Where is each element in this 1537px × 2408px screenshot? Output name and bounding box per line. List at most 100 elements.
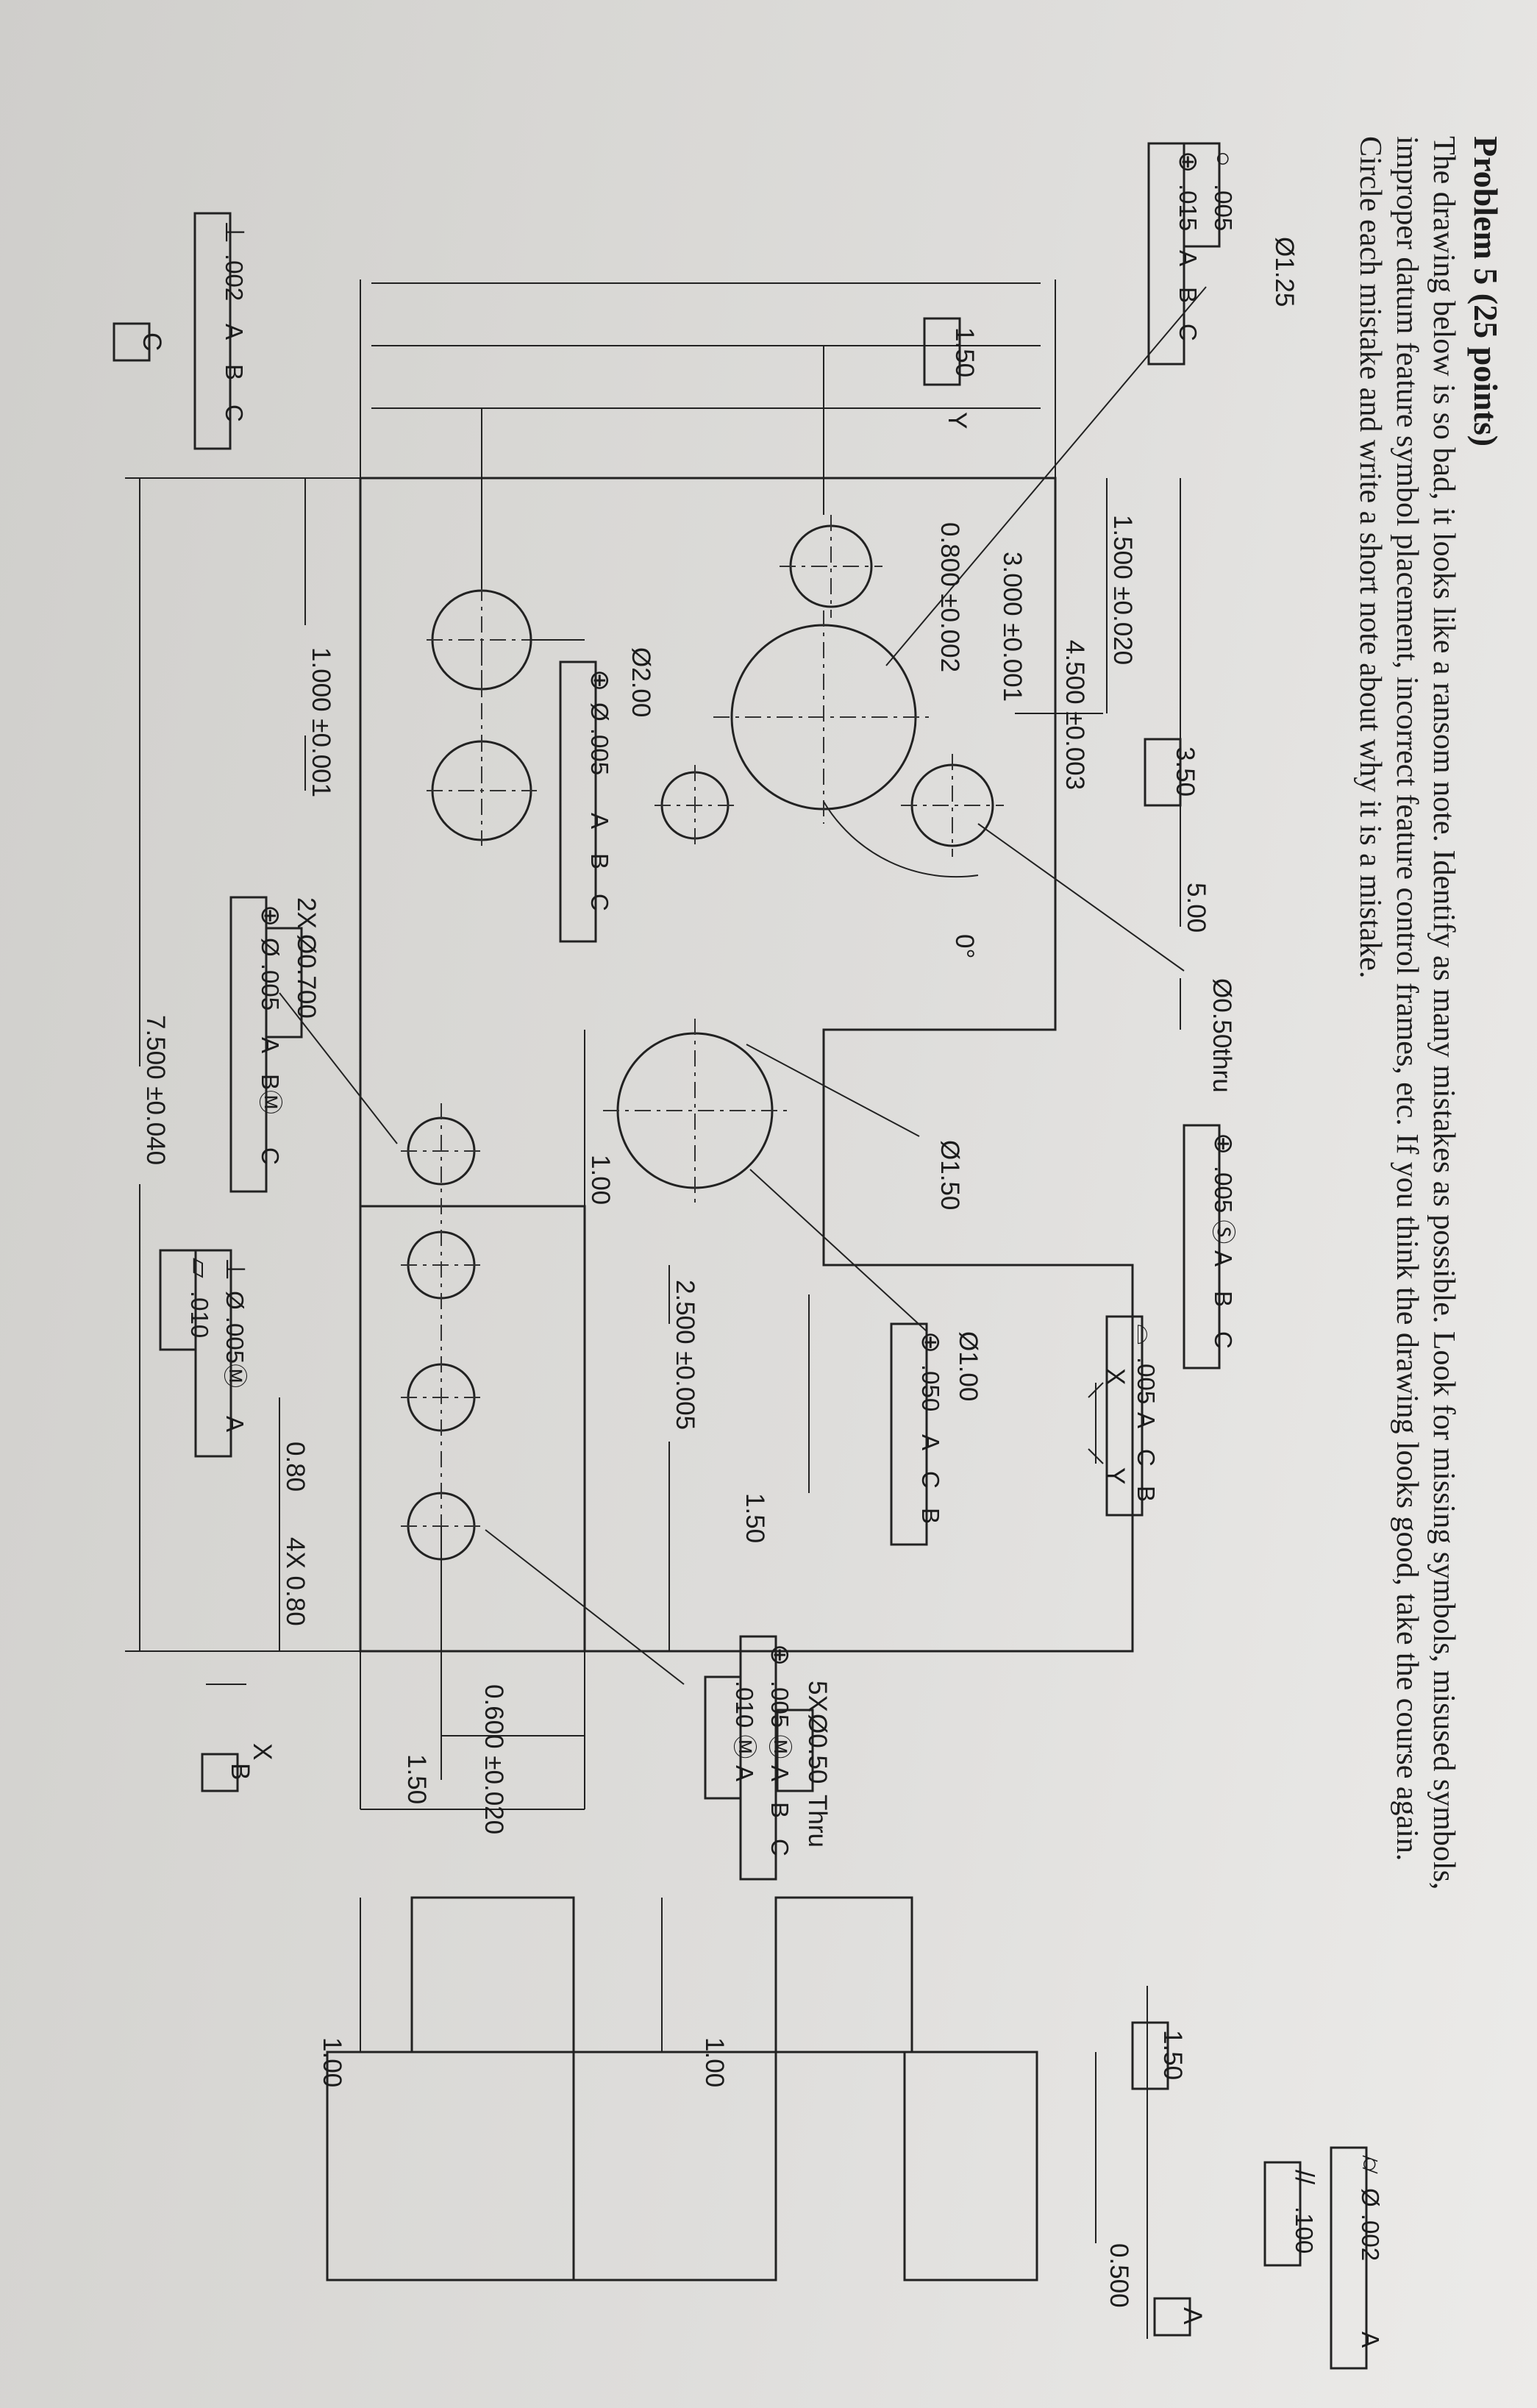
profile-b: B (1133, 1486, 1160, 1502)
fcf-pos700: ⊕ Ø .005 A BⓂ C (229, 896, 286, 1193)
dia-200: Ø2.00 (627, 647, 655, 717)
flatness-symbol: ▱ (185, 1258, 215, 1278)
circularity-symbol: ○ (1209, 151, 1239, 167)
pos5x-a-a: A (766, 1765, 794, 1781)
fcf-flat700: ▱ .010 (159, 1249, 215, 1351)
position-symbol-slot: ⊕ (1209, 1133, 1239, 1155)
pos100-c: C (917, 1471, 944, 1489)
pos200-b: B (586, 853, 613, 869)
dim-0800: 0.800 ±0.002 (935, 522, 964, 672)
fcf-pos-slot: ⊕ .005 Ⓢ A B C (1183, 1124, 1239, 1369)
fcf-profile-xy: ⌓ .005 A C B X Y (1101, 1315, 1162, 1517)
xy-x-label: X (1101, 1368, 1130, 1385)
dim-1000: 1.000 ±0.001 (307, 647, 335, 797)
x-label: X (248, 1743, 277, 1760)
pos100-a: A (917, 1434, 944, 1450)
problem-statement: Problem 5 (25 points) The drawing below … (1353, 136, 1505, 1889)
pos200-tol: Ø .005 (586, 702, 613, 775)
fivex-diameter: Ø0.50 (803, 1714, 832, 1784)
perpendicularity-symbol-left: ⊥ (220, 221, 250, 243)
perpendicularity-symbol-700: ⊥ (221, 1258, 251, 1280)
pos125-tol: .015 (1174, 184, 1202, 231)
dim-0500: 0.500 (1105, 2243, 1133, 2308)
datum-b: B (201, 1753, 254, 1792)
dim-080: 0.80 (281, 1442, 310, 1492)
perp-left-c: C (221, 405, 248, 422)
parallelism-symbol: // (1290, 2170, 1320, 2184)
profile-tol: .005 (1133, 1357, 1160, 1404)
dim-150-bottom: 1.50 (402, 1754, 431, 1804)
dim-2500: 2.500 ±0.005 (671, 1280, 699, 1430)
datum-c: C (113, 322, 166, 362)
pos-slot-c: C (1210, 1331, 1237, 1349)
dimension-lines (125, 279, 1207, 1810)
dim-0600: 0.600 ±0.020 (479, 1684, 508, 1834)
perp700-tol: Ø .005Ⓜ (221, 1291, 249, 1388)
perp700-a: A (221, 1416, 249, 1432)
dim-7500: 7.500 ±0.040 (141, 1015, 170, 1165)
dim-150-mid: 1.50 (741, 1493, 769, 1543)
pos125-c: C (1174, 324, 1202, 341)
cyl-side-tol: Ø .002 (1357, 2188, 1384, 2261)
datum-b-label: B (226, 1763, 254, 1780)
position-symbol-100: ⊕ (916, 1331, 946, 1353)
dia-125: Ø1.25 (1270, 237, 1299, 307)
dia-050thru: Ø0.50thru (1208, 978, 1236, 1093)
fcf-pos125: ⊕ .015 A B C (1147, 142, 1204, 366)
problem-line-3: Circle each mistake and write a short no… (1353, 136, 1387, 978)
flat700-tol: .010 (186, 1291, 213, 1338)
dia-150: Ø1.50 (935, 1140, 964, 1210)
pos700-c: C (257, 1147, 284, 1165)
fcf-par-side: // .100 (1263, 2161, 1320, 2267)
position-symbol-5x: ⊕ (766, 1644, 796, 1666)
pos100-tol: .050 (917, 1364, 944, 1411)
dimension-labels: 4.500 ±0.003 3.000 ±0.001 0.800 ±0.002 1… (141, 237, 1299, 2308)
pos700-b: BⓂ (257, 1074, 284, 1114)
pos-slot-b: B (1210, 1291, 1237, 1307)
dim-4x080: 4X 0.80 (281, 1537, 310, 1626)
problem-line-1: The drawing below is so bad, it looks li… (1427, 136, 1461, 1889)
pos-slot-a: A (1210, 1250, 1237, 1267)
pos5x-a-b: B (766, 1802, 794, 1818)
fcf-perp700: ⊥ Ø .005Ⓜ A (194, 1249, 251, 1458)
perp-left-b: B (221, 364, 248, 380)
profile-c: C (1133, 1449, 1160, 1467)
twox-label: 2X (292, 897, 321, 929)
pos-slot-tol: .005 Ⓢ (1210, 1166, 1237, 1244)
fcf-pos100: ⊕ .050 A C B (890, 1322, 946, 1546)
datum-a-label: A (1178, 2307, 1207, 2325)
basic-150-side: 1.50 (1158, 2030, 1187, 2080)
dim-3000: 3.000 ±0.001 (998, 552, 1027, 702)
pos5x-a-tol: .005 Ⓜ (766, 1681, 794, 1759)
pos700-tol: Ø .005 (257, 938, 284, 1011)
side-view (326, 1896, 1148, 2339)
par-side-tol: .100 (1291, 2206, 1318, 2254)
fcf-cyl-side: ⌭ Ø .002 A (1330, 2146, 1386, 2370)
fivex-label: 5X (803, 1681, 832, 1712)
problem-line-2: improper datum feature symbol placement,… (1390, 136, 1424, 1861)
profile-symbol: ⌓ (1132, 1324, 1162, 1344)
datum-c-label: C (138, 332, 166, 351)
fcf-circularity: ○ .005 (1183, 142, 1239, 248)
problem-title: Problem 5 (25 points) (1467, 136, 1505, 446)
angle-label: 0° (950, 934, 979, 958)
dim-100-side-b: 1.00 (318, 2037, 346, 2087)
perp-left-a: A (221, 324, 248, 340)
dim-500: 5.00 (1182, 883, 1210, 933)
fcf-pos5x: ⊕ .005 Ⓜ A B C .010 Ⓜ A (704, 1635, 796, 1881)
position-symbol-200: ⊕ (585, 669, 616, 691)
dim-100-side-a: 1.00 (700, 2037, 729, 2087)
pos700-a: A (257, 1037, 284, 1053)
pos5x-b-a: A (731, 1765, 758, 1781)
cyl-side-a: A (1357, 2332, 1384, 2348)
twox-diameter: Ø0.700 (292, 934, 321, 1019)
xy-y-label: Y (1101, 1467, 1130, 1484)
cylindricity-symbol: ⌭ (1356, 2155, 1386, 2174)
perp-left-tol: .002 (221, 254, 248, 301)
pos5x-b-tol: .010 Ⓜ (731, 1681, 758, 1759)
pos125-a: A (1174, 250, 1202, 266)
fivex-thru: Thru (803, 1795, 832, 1848)
pos5x-a-c: C (766, 1839, 794, 1856)
